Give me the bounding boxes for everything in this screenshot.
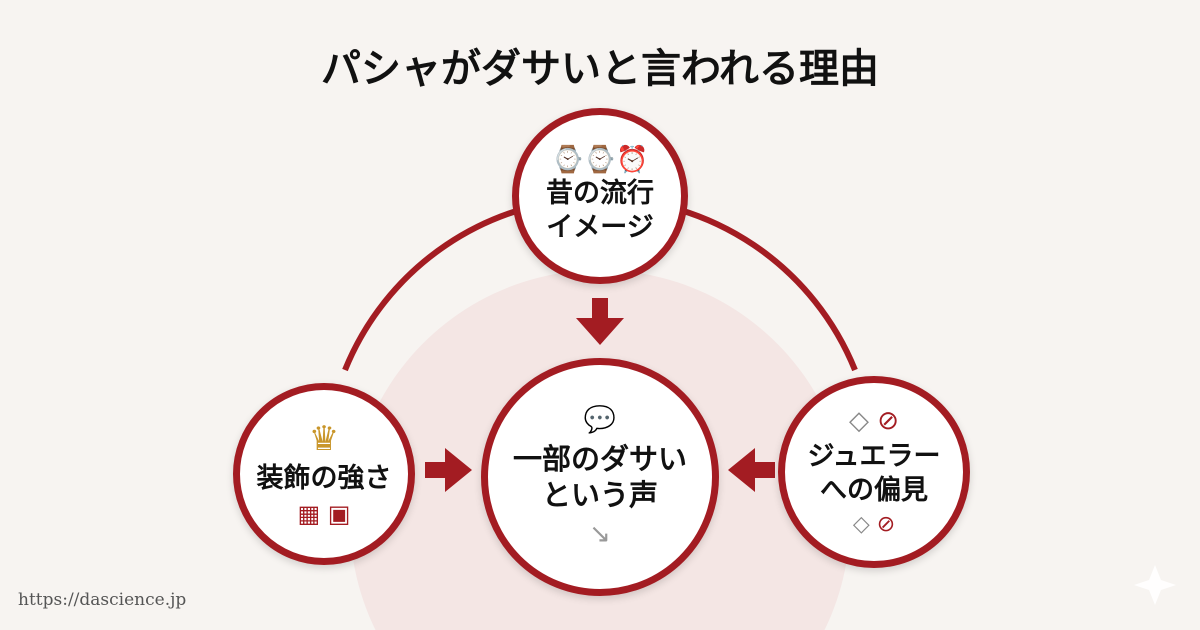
site-url: https://dascience.jp <box>18 590 187 610</box>
node-label: イメージ <box>546 212 654 243</box>
diamond-icon: ◇ ⊘ <box>852 511 896 537</box>
trend-down-icon: ↘ <box>589 519 611 550</box>
sparkle-icon <box>1134 565 1176 605</box>
node-old-trend: ⌚⌚⏰ 昔の流行イメージ <box>512 108 688 284</box>
node-label: への偏見 <box>820 475 928 506</box>
node-label: ジュエラー <box>807 441 941 473</box>
no-watch-icon: ⊘ <box>877 406 900 437</box>
arrow-right <box>425 448 472 492</box>
node-label: という声 <box>541 478 658 512</box>
page-title: パシャがダサいと言われる理由 <box>321 46 879 92</box>
node-label: 装飾の強さ <box>256 463 392 495</box>
pattern-icon: ▦ ▣ <box>297 499 351 528</box>
arrow-left <box>728 448 775 492</box>
node-label: 昔の流行 <box>546 178 654 210</box>
chat-bubbles-icon: 💬 <box>583 404 617 435</box>
node-jeweler-bias: ◇ ⊘ ジュエラーへの偏見 ◇ ⊘ <box>778 376 970 568</box>
crown-icon: ♛ <box>308 419 340 460</box>
arrow-down <box>576 298 624 345</box>
watches-icon: ⌚⌚⏰ <box>551 145 649 176</box>
node-some-say-tacky: 💬 一部のダサいという声 ↘ <box>481 358 719 596</box>
node-label: 一部のダサい <box>512 441 687 476</box>
diamond-icon: ◇ ⊘ <box>848 406 900 437</box>
node-decoration: ♛ 装飾の強さ ▦ ▣ <box>233 383 415 565</box>
